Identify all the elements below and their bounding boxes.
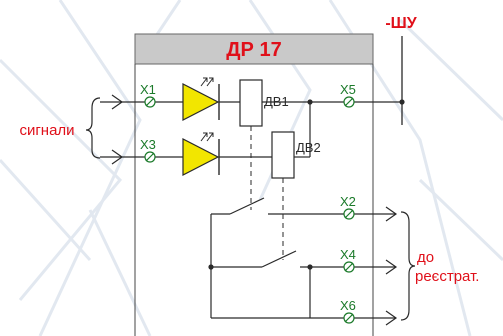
optocoupler-1 xyxy=(182,83,220,121)
supply-label: -ШУ xyxy=(385,15,417,32)
common-node xyxy=(208,264,214,270)
optocoupler-2 xyxy=(182,138,220,176)
light-arrows-1 xyxy=(200,77,214,87)
terminal-x1: X1 xyxy=(140,82,156,108)
terminal-x4: X4 xyxy=(340,247,356,273)
terminal-x5: X5 xyxy=(340,82,356,108)
terminal-x6-label: X6 xyxy=(340,298,356,313)
outputs-brace xyxy=(400,211,416,321)
inputs-brace xyxy=(85,97,101,159)
terminal-x3-label: X3 xyxy=(140,137,156,152)
terminal-x4-label: X4 xyxy=(340,247,356,262)
relay-coil-dv2 xyxy=(271,131,295,179)
relay-2-node xyxy=(307,99,313,105)
relay-dv2-label: ДВ2 xyxy=(296,140,321,155)
terminal-x2-label: X2 xyxy=(340,194,356,209)
terminal-x1-label: X1 xyxy=(140,82,156,97)
terminal-x3: X3 xyxy=(140,137,156,163)
input-row-2 xyxy=(100,149,183,165)
outputs-label-line2: реєстрат. xyxy=(415,268,479,285)
terminal-x6: X6 xyxy=(340,298,356,324)
terminal-x5-label: X5 xyxy=(340,82,356,97)
contact-1 xyxy=(211,197,373,215)
relay-coil-dv1 xyxy=(239,79,263,127)
device-title: ДР 17 xyxy=(226,39,281,61)
output-arrows xyxy=(373,206,398,326)
x4-node xyxy=(307,264,313,270)
inputs-group-label: сигнали xyxy=(19,122,74,139)
device-header xyxy=(134,33,374,65)
light-arrows-2 xyxy=(200,132,214,142)
input-row-1 xyxy=(100,94,183,110)
terminal-x2: X2 xyxy=(340,194,356,220)
outputs-label-line1: до xyxy=(417,249,434,266)
